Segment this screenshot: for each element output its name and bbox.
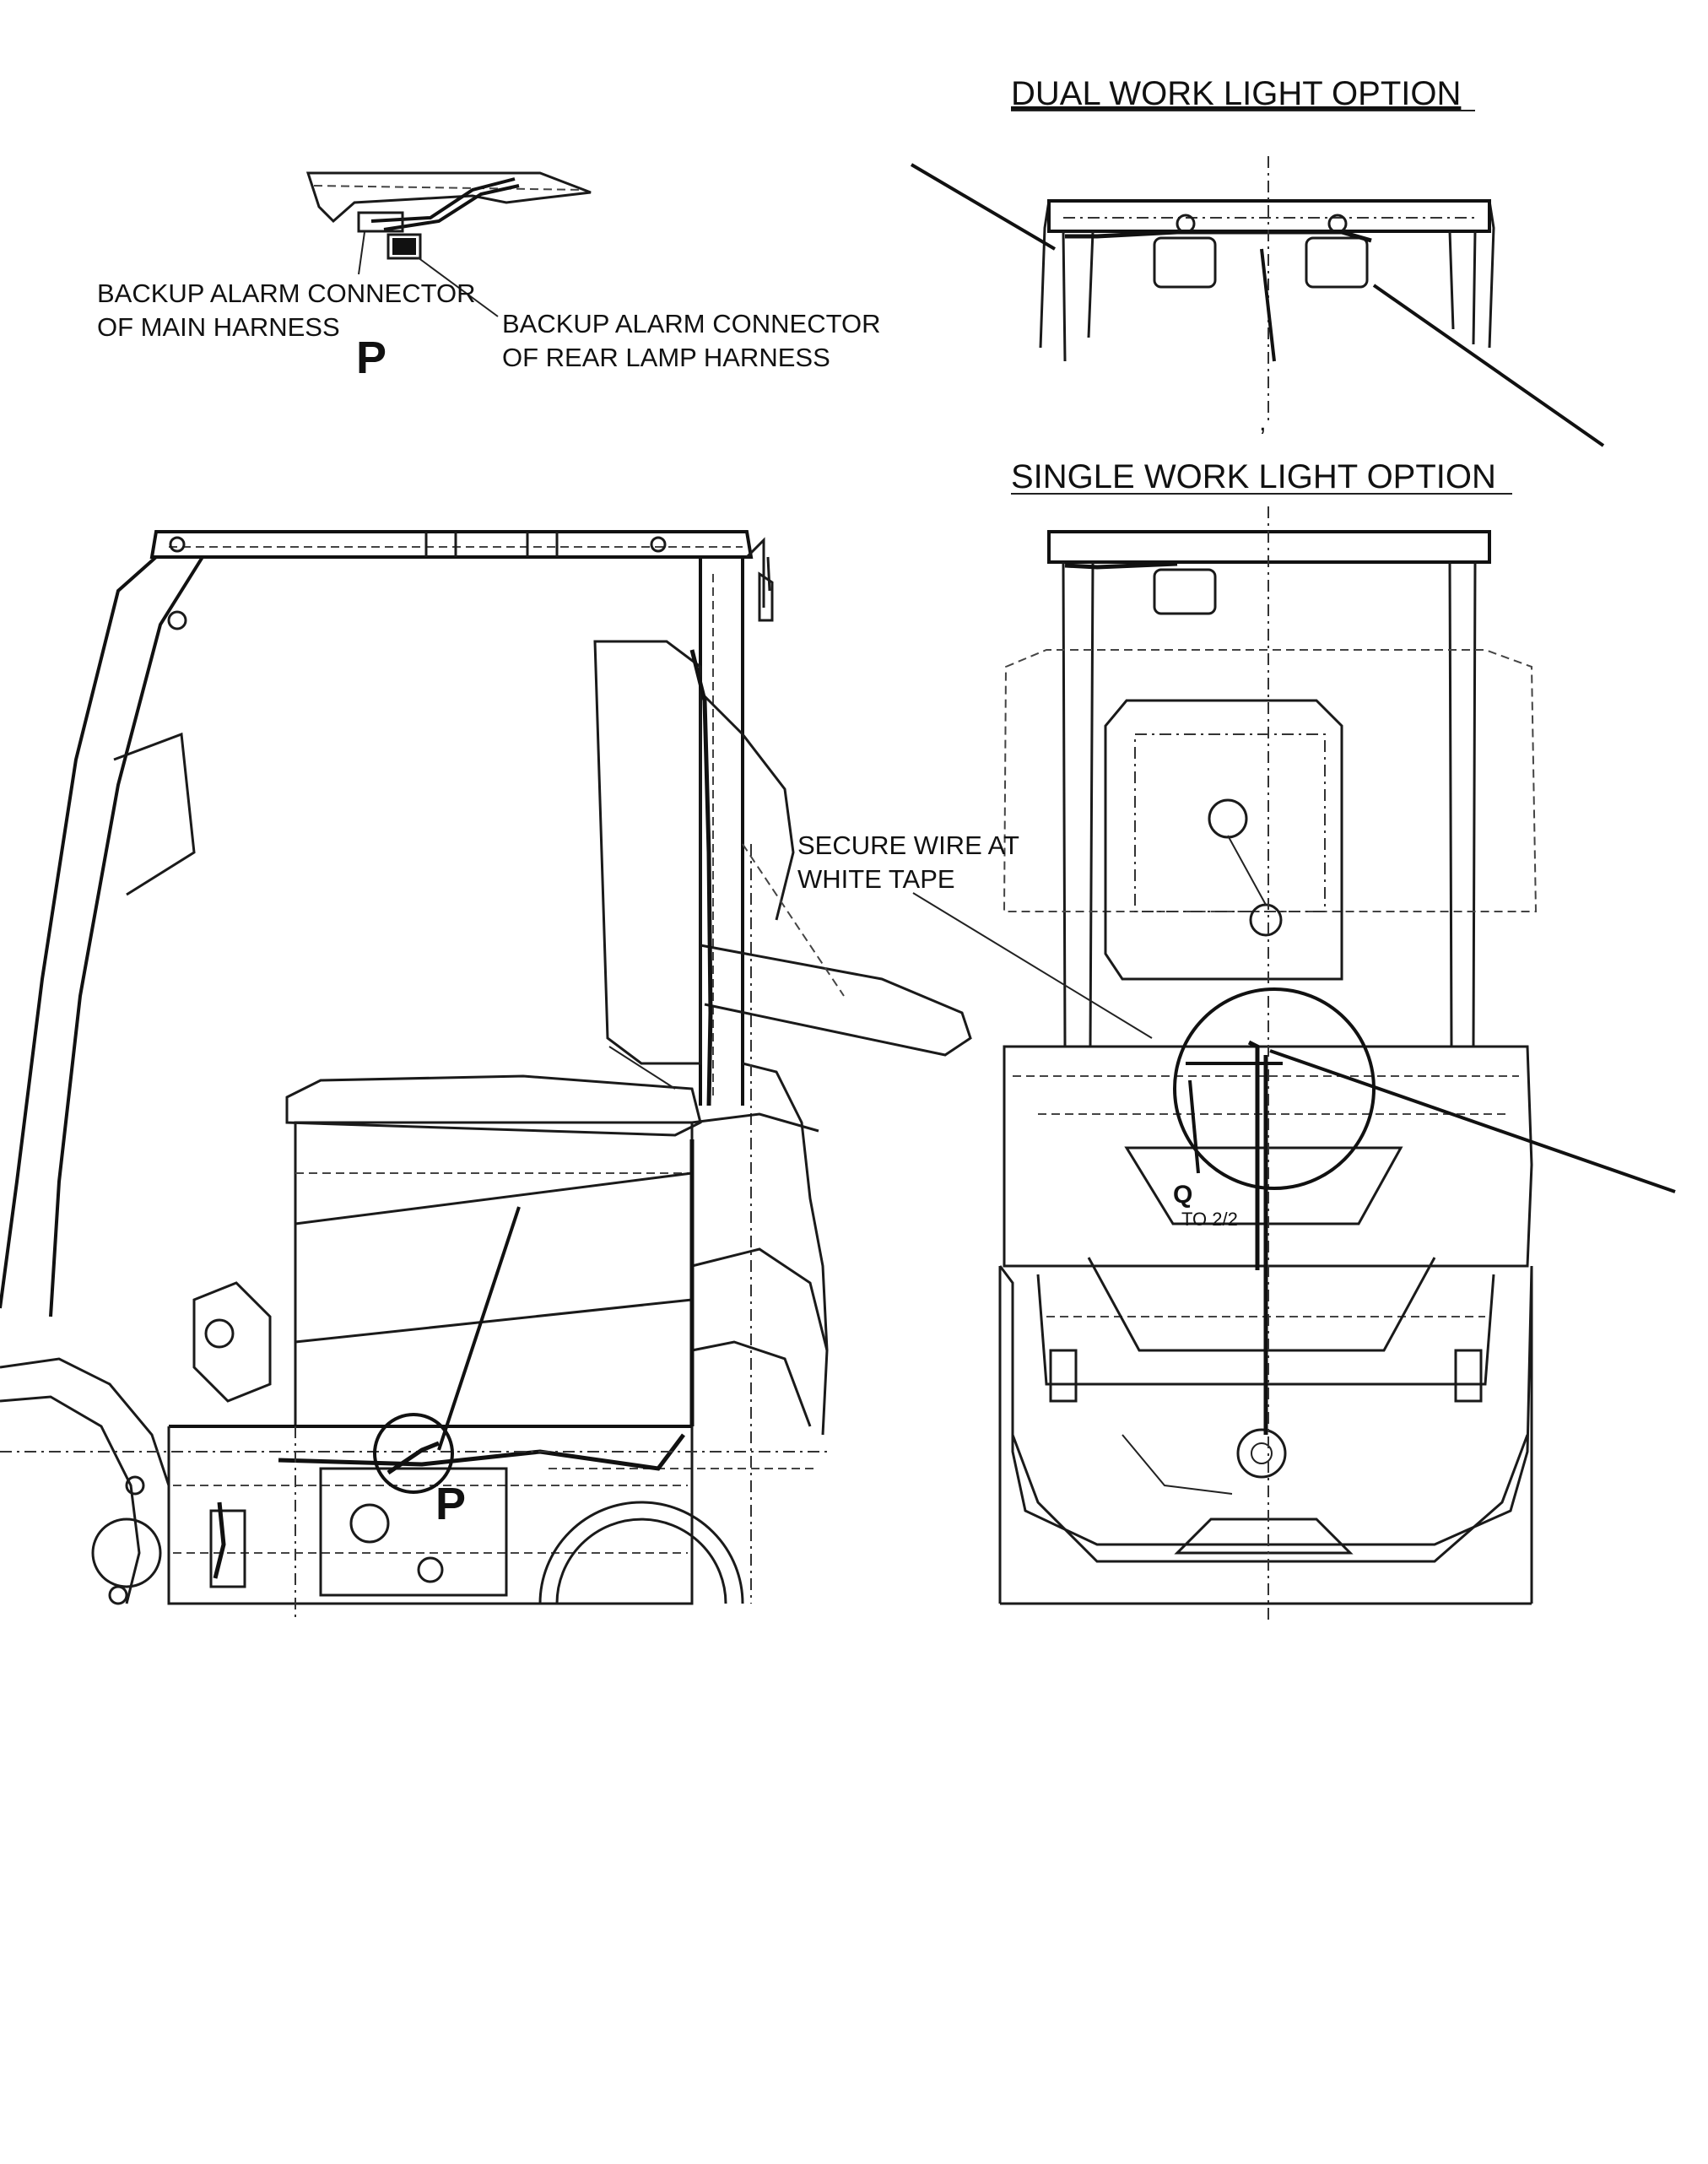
- side-leader-secondary: [608, 1046, 676, 1090]
- backup-alarm-rear-label-2: OF REAR LAMP HARNESS: [502, 343, 830, 372]
- detail-p-inset: [305, 171, 592, 317]
- dual-leader-right: [1372, 284, 1605, 447]
- backup-alarm-rear-label-1: BACKUP ALARM CONNECTOR: [502, 309, 880, 338]
- detail-q-circle: [1173, 987, 1376, 1190]
- dual-work-light-title: DUAL WORK LIGHT OPTION: [1011, 75, 1461, 112]
- detail-p-letter: P: [356, 333, 386, 383]
- rear-lamp-connector: [392, 238, 416, 255]
- detail-p-circle: [373, 1413, 454, 1494]
- single-leader-right: [1269, 1049, 1676, 1193]
- forklift-side-view: [0, 530, 972, 1620]
- main-harness-connector: [357, 211, 404, 233]
- dual-work-light-view: [1039, 156, 1495, 422]
- secure-wire-label-1: SECURE WIRE AT: [797, 830, 1019, 860]
- single-work-light-rear-view: [998, 506, 1538, 1620]
- backup-alarm-main-label-2: OF MAIN HARNESS: [97, 312, 340, 342]
- tick-mark: ,: [1259, 407, 1267, 436]
- side-detail-p-letter: P: [435, 1479, 466, 1529]
- backup-alarm-main-label-1: BACKUP ALARM CONNECTOR: [97, 279, 475, 308]
- side-leader-p: [437, 1206, 521, 1451]
- detail-q-reference: TO 2/2: [1181, 1209, 1238, 1230]
- secure-wire-label-2: WHITE TAPE: [797, 864, 955, 894]
- dual-leader-center: [1260, 248, 1276, 362]
- secure-wire-leader: [912, 892, 1153, 1039]
- detail-q-letter: Q: [1173, 1181, 1192, 1209]
- single-work-light-title: SINGLE WORK LIGHT OPTION: [1011, 458, 1496, 495]
- dual-leader-left: [910, 163, 1057, 251]
